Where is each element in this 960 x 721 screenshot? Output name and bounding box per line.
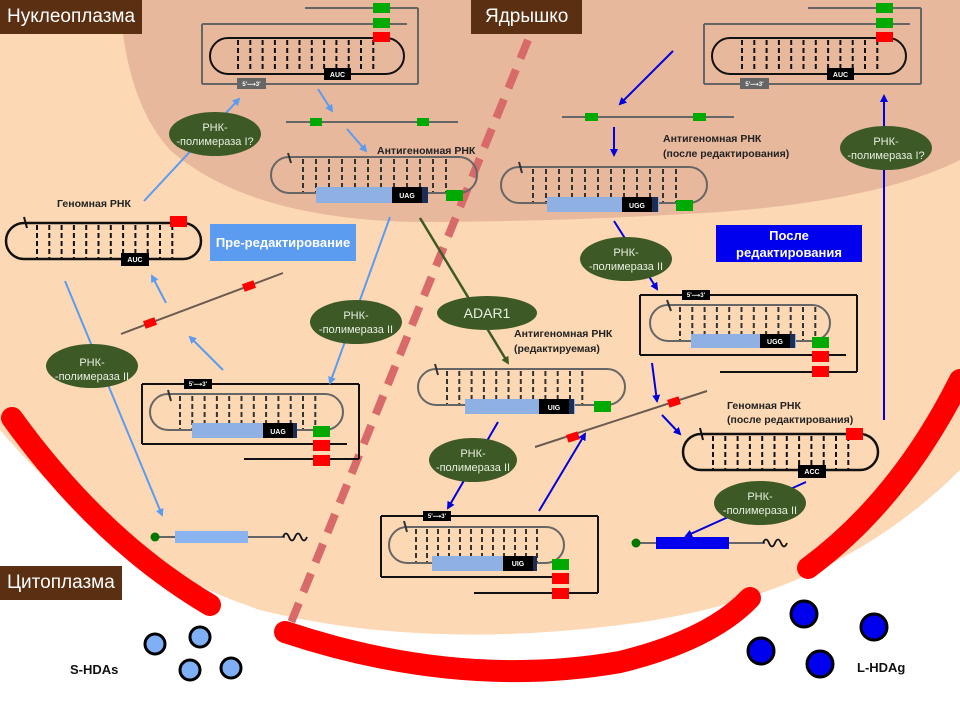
direction-tag-2: 5'⟶3': [745, 81, 764, 88]
codon-uag-1: UAG: [399, 193, 415, 200]
codon-uig-1: UIG: [548, 405, 561, 412]
enzyme-pol1-right: [840, 126, 932, 170]
label-genomic: Геномная РНК: [57, 198, 131, 210]
phase-pre-editing: Пре-редактирование: [210, 224, 356, 261]
pol1-left-line2: -полимераза I?: [176, 136, 253, 148]
replication-complex-pre: [141, 379, 360, 466]
rna-rod-nucleolus-right: [703, 3, 922, 89]
phase-post-editing-line2: редактирования: [736, 244, 842, 260]
l-hdag-particles: [746, 599, 889, 679]
nuclear-membrane-left: [1, 407, 221, 616]
mrna-s-hdag: [150, 531, 308, 543]
phase-post-editing-line1: После: [769, 227, 809, 243]
label-genomic-post-1: Геномная РНК: [727, 400, 801, 412]
codon-auc-1: AUC: [330, 72, 345, 79]
label-genomic-post-2: (после редактирования): [727, 414, 853, 426]
label-antigenomic-post-1: Антигеномная РНК: [663, 133, 762, 145]
replication-complex-post: [639, 290, 858, 377]
codon-auc-3: AUC: [127, 257, 142, 264]
adar-arrow: [418, 217, 510, 365]
enzyme-adar1: [437, 296, 537, 330]
antigenomic-rna-post: [500, 161, 708, 212]
linear-rna-diagonal-post: [534, 390, 708, 448]
label-antigenomic-editing-2: (редактируемая): [514, 343, 600, 355]
antigenomic-rna-editing: [417, 363, 626, 414]
direction-tag-1: 5'⟶3': [242, 81, 261, 88]
label-antigenomic-editing-1: Антигеномная РНК: [514, 328, 613, 340]
label-l-hdag: L-HDAg: [857, 660, 905, 675]
enzyme-pol1-left: [169, 112, 261, 156]
direction-tag-5: 5'⟶3': [428, 513, 447, 520]
phase-post-editing: После редактирования: [716, 225, 862, 262]
linear-rna-left: [286, 118, 458, 126]
region-cytoplasm: Цитоплазма: [0, 566, 122, 600]
pol2-br-line1: РНК-: [747, 491, 773, 503]
rna-rod-nucleolus-left: [201, 3, 419, 89]
nucleolus-area: [120, 0, 960, 222]
enzyme-pol2-bottom-right: [714, 481, 806, 525]
pol1-left-line1: РНК-: [202, 122, 228, 134]
codon-acc-1: ACC: [804, 469, 819, 476]
adar1-label: ADAR1: [464, 305, 511, 321]
nuclear-membrane-right: [797, 369, 960, 579]
pol1-right-line2: -полимераза I?: [847, 150, 924, 162]
region-nucleolus: Ядрышко: [471, 0, 583, 34]
pol2-tr-line2: -полимераза II: [589, 261, 663, 273]
enzyme-pol2-center: [429, 438, 517, 482]
enzyme-pol2-left: [46, 344, 138, 388]
mrna-l-hdag: [631, 537, 788, 549]
genomic-rna: [4, 216, 203, 266]
pol2-left-line1: РНК-: [79, 357, 105, 369]
codon-ugg-1: UGG: [629, 203, 646, 210]
label-antigenomic-post-2: (после редактирования): [663, 148, 789, 160]
antigenomic-rna-pre: [270, 152, 478, 203]
codon-ugg-2: UGG: [767, 339, 784, 346]
pol2-mid-line2: -полимераза II: [319, 324, 393, 336]
replication-complex-editing: [380, 511, 599, 599]
label-antigenomic: Антигеномная РНК: [377, 145, 476, 157]
pol2-center-line2: -полимераза II: [436, 462, 510, 474]
pol2-tr-line1: РНК-: [613, 247, 639, 259]
genomic-rna-post: [681, 427, 880, 478]
codon-auc-2: AUC: [833, 72, 848, 79]
label-s-hdas: S-HDAs: [70, 662, 118, 677]
nuclear-membrane-bottom: [274, 587, 761, 683]
codon-uig-2: UIG: [512, 561, 525, 568]
linear-rna-diagonal-pre: [120, 272, 284, 335]
pol2-center-line1: РНК-: [460, 448, 486, 460]
pol2-left-line2: -полимераза II: [55, 371, 129, 383]
codon-uag-2: UAG: [270, 429, 286, 436]
enzyme-pol2-top-right: [580, 237, 672, 281]
direction-tag-4: 5'⟶3': [687, 292, 706, 299]
s-hdag-particles: [143, 625, 243, 682]
pol1-right-line1: РНК-: [873, 136, 899, 148]
pol2-mid-line1: РНК-: [343, 310, 369, 322]
editing-divider: [286, 38, 532, 627]
enzyme-pol2-mid: [310, 300, 402, 344]
phase-pre-editing-text: Пре-редактирование: [215, 235, 351, 250]
pol2-br-line2: -полимераза II: [723, 505, 797, 517]
region-nucleoplasm: Нуклеоплазма: [0, 0, 143, 34]
direction-tag-3: 5'⟶3': [189, 381, 208, 388]
linear-rna-right: [562, 113, 734, 121]
